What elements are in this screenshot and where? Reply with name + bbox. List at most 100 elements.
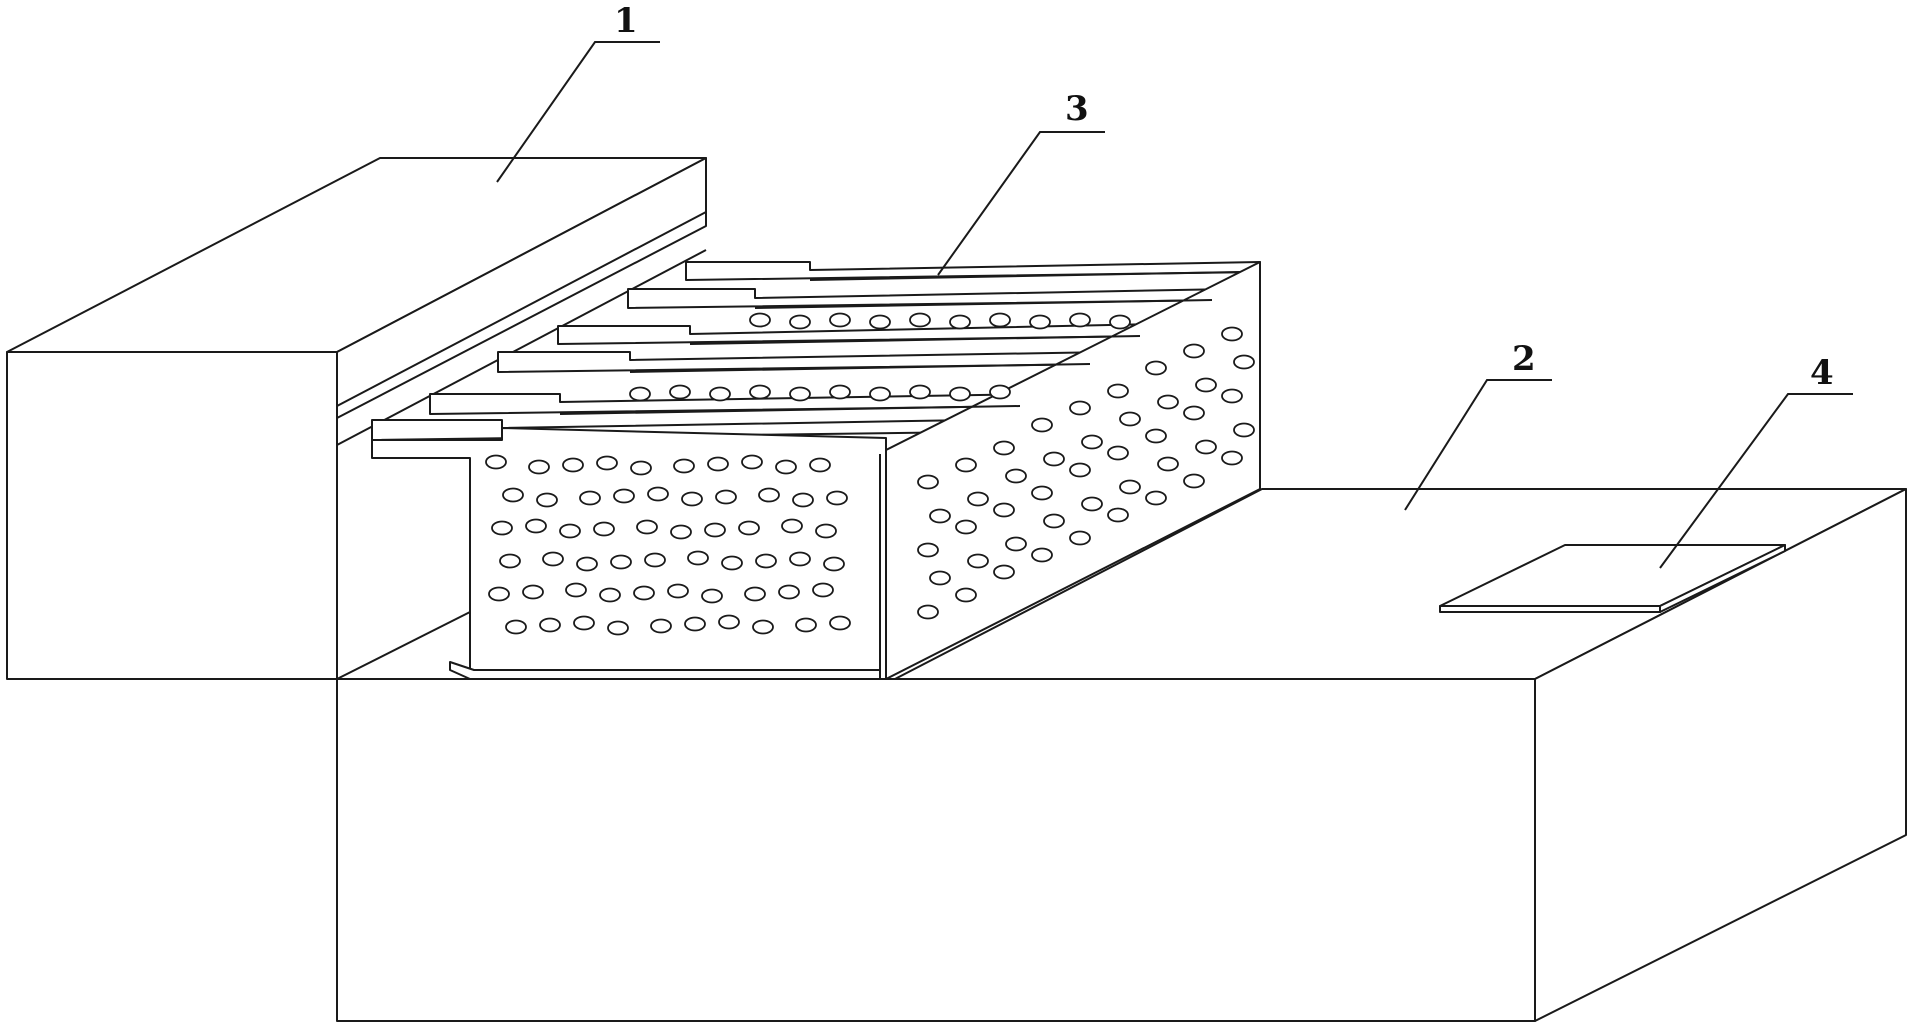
perforation-hole (536, 492, 558, 508)
callout-2-label: 2 (1512, 339, 1536, 379)
block1-side-upper (336, 157, 707, 419)
perforation-hole (1233, 422, 1255, 438)
perforation-hole (1043, 513, 1065, 529)
block1-front-face (6, 351, 338, 680)
perforation-hole (917, 604, 939, 620)
callout-1-label: 1 (614, 1, 638, 41)
block1-inner-bottom (336, 611, 471, 680)
perforation-hole (505, 619, 527, 635)
perforation-hole (909, 312, 931, 328)
perforation-hole (749, 384, 771, 400)
perforation-hole (917, 474, 939, 490)
tray-rail-5 (559, 405, 1021, 415)
perforation-hole (636, 519, 658, 535)
perforation-hole (1081, 434, 1103, 450)
perforation-hole (993, 502, 1015, 518)
leader-1 (496, 41, 660, 183)
perforation-hole (573, 615, 595, 631)
leader-2 (1404, 379, 1552, 511)
perforation-hole (917, 542, 939, 558)
plate-side-edge (1659, 544, 1786, 613)
perforation-hole (1145, 428, 1167, 444)
perforation-hole (1029, 314, 1051, 330)
perforation-hole (1157, 456, 1179, 472)
perforation-hole (579, 490, 601, 506)
perforation-hole (629, 386, 651, 402)
perforation-hole (829, 384, 851, 400)
perforation-hole (993, 440, 1015, 456)
perforation-hole (650, 618, 672, 634)
component-4-plate (1439, 544, 1786, 613)
perforation-hole (1107, 507, 1129, 523)
perforation-hole (949, 386, 971, 402)
perforation-hole (789, 314, 811, 330)
perforation-hole (795, 617, 817, 633)
perforation-hole (687, 550, 709, 566)
perforation-hole (1043, 451, 1065, 467)
perforation-hole (869, 386, 891, 402)
perforation-hole (1119, 411, 1141, 427)
perforation-hole (1145, 360, 1167, 376)
perforation-hole (709, 386, 731, 402)
perforation-hole (1005, 468, 1027, 484)
perforation-hole (673, 458, 695, 474)
tray-front-face (371, 427, 887, 680)
perforation-hole (1183, 343, 1205, 359)
perforation-hole (488, 586, 510, 602)
perforation-hole (525, 518, 547, 534)
perforation-hole (499, 553, 521, 569)
tray-rail-4 (629, 363, 1091, 373)
perforation-hole (542, 551, 564, 567)
perforation-hole (704, 522, 726, 538)
perforation-hole (752, 619, 774, 635)
perforation-hole (1221, 326, 1243, 342)
callout-4-label: 4 (1810, 353, 1834, 393)
component-2-base (336, 488, 1907, 1022)
perforation-hole (781, 518, 803, 534)
perforation-hole (528, 459, 550, 475)
perforation-hole (949, 314, 971, 330)
perforation-hole (738, 520, 760, 536)
tray-rail-2 (754, 299, 1213, 309)
perforation-hole (1005, 536, 1027, 552)
perforation-hole (792, 492, 814, 508)
tray-rail-1 (809, 271, 1241, 281)
perforation-hole (744, 586, 766, 602)
perforation-hole (707, 456, 729, 472)
perforation-hole (775, 459, 797, 475)
perforation-hole (1069, 462, 1091, 478)
perforation-hole (718, 614, 740, 630)
base-front-face (336, 678, 1536, 1022)
perforation-hole (681, 491, 703, 507)
perforation-hole (633, 585, 655, 601)
perforation-hole (613, 488, 635, 504)
perforation-hole (684, 616, 706, 632)
perforation-hole (755, 553, 777, 569)
perforation-hole (610, 554, 632, 570)
perforation-hole (741, 454, 763, 470)
perforation-hole (1107, 445, 1129, 461)
perforation-hole (967, 491, 989, 507)
perforation-hole (929, 508, 951, 524)
perforation-hole (955, 457, 977, 473)
perforation-hole (491, 520, 513, 536)
callout-3-label: 3 (1065, 89, 1089, 129)
perforation-hole (1109, 314, 1131, 330)
perforation-hole (1107, 383, 1129, 399)
perforation-hole (701, 588, 723, 604)
perforation-hole (1233, 354, 1255, 370)
perforation-hole (929, 570, 951, 586)
perforation-hole (967, 553, 989, 569)
leader-3 (937, 131, 1105, 276)
block1-inner-edge (336, 249, 707, 446)
perforation-hole (789, 551, 811, 567)
perforation-hole (1145, 490, 1167, 506)
perforation-hole (562, 457, 584, 473)
leader-4 (1659, 393, 1853, 569)
perforation-hole (989, 384, 1011, 400)
perforation-hole (815, 523, 837, 539)
perforation-hole (1195, 377, 1217, 393)
perforation-hole (715, 489, 737, 505)
perforation-hole (826, 490, 848, 506)
